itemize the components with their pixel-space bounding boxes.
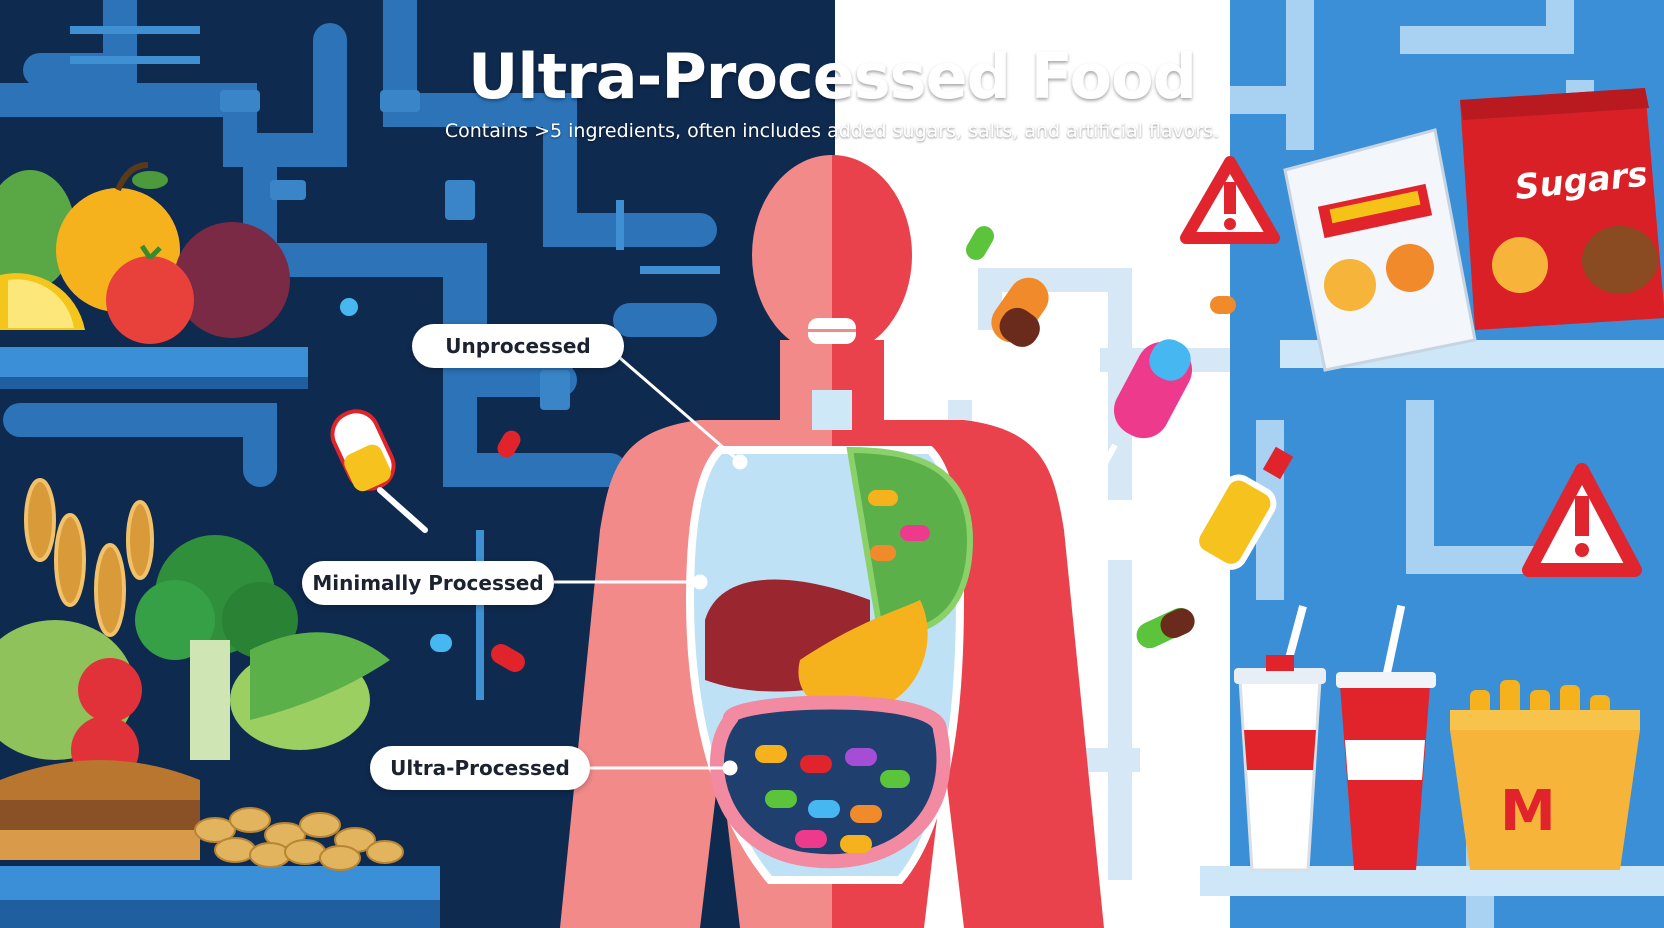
vegetable-group: [0, 478, 404, 871]
warning-icon: [1180, 156, 1280, 244]
colorful-pills-inside: [755, 745, 910, 853]
chips-bag-white: [1283, 128, 1477, 372]
page-subtitle: Contains >5 ingredients, often includes …: [444, 120, 1220, 142]
shelf-left-bottom-shadow: [0, 900, 440, 928]
label-ultra-processed: Ultra-Processed: [370, 746, 590, 790]
warning-icon: [1522, 463, 1642, 577]
soda-cup: [1234, 605, 1326, 872]
candy-popsicle: [1087, 339, 1193, 492]
shelf-left-bottom: [0, 866, 440, 900]
page-title: Ultra-Processed Food: [467, 40, 1197, 113]
chips-bag-red: Sugars: [1460, 88, 1664, 330]
fries-box-logo: M: [1500, 779, 1556, 844]
pills: [340, 226, 1236, 672]
candy-popsicle: [330, 409, 428, 533]
label-minimally-processed: Minimally Processed: [302, 561, 554, 605]
pipe-joints: [220, 90, 570, 410]
pancreas: [798, 600, 928, 713]
left-pipes-light: [0, 26, 720, 700]
soda-cup: [1336, 604, 1436, 870]
label-unprocessed: Unprocessed: [412, 324, 624, 368]
intestines: [710, 695, 951, 869]
shelf-left-top-shadow: [0, 377, 308, 389]
shelf-left-top: [0, 347, 308, 377]
label-connectors: [554, 356, 748, 776]
fruit-group: [0, 162, 290, 344]
fries-box: M: [1450, 680, 1640, 870]
syrup-bottle: [1193, 446, 1294, 570]
digestive-system: [685, 390, 974, 884]
